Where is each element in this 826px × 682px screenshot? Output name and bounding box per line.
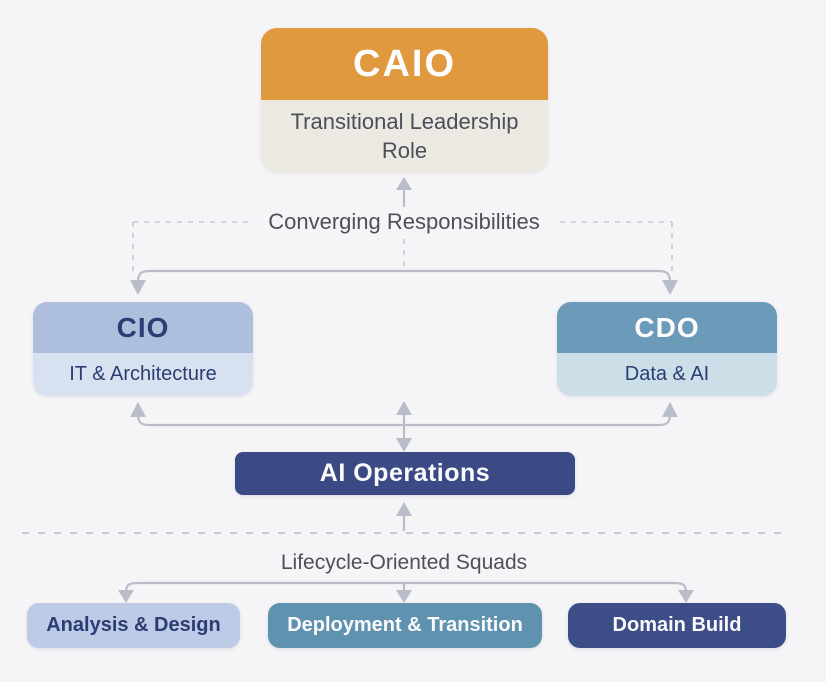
arrow-down-icon xyxy=(662,280,678,295)
caio-subtitle: Transitional Leadership Role xyxy=(290,108,519,163)
squad-analysis-design-box: Analysis & Design xyxy=(27,603,240,648)
arrow-down-icon xyxy=(396,590,412,603)
squad-deployment-transition-box: Deployment & Transition xyxy=(268,603,542,648)
arrow-down-icon xyxy=(678,590,694,603)
cio-box: CIO IT & Architecture xyxy=(33,302,253,396)
squad-domain-build-box: Domain Build xyxy=(568,603,786,648)
squad-analysis-design-label: Analysis & Design xyxy=(46,614,221,636)
solid-connectors xyxy=(118,177,694,603)
cio-header: CIO xyxy=(33,302,253,353)
cdo-header: CDO xyxy=(557,302,777,353)
cdo-title: CDO xyxy=(634,311,700,343)
cio-subtitle: IT & Architecture xyxy=(69,363,217,385)
arrow-down-icon xyxy=(396,438,412,452)
cio-body: IT & Architecture xyxy=(33,353,253,396)
converging-responsibilities-label: Converging Responsibilities xyxy=(268,209,540,234)
cdo-subtitle: Data & AI xyxy=(624,363,710,385)
caio-box: CAIO Transitional Leadership Role xyxy=(261,28,548,172)
caio-header: CAIO xyxy=(261,28,548,100)
squad-deployment-transition-label: Deployment & Transition xyxy=(287,614,523,636)
caio-body: Transitional Leadership Role xyxy=(261,100,548,172)
arrow-up-icon xyxy=(396,401,412,415)
bracket-to-cio-cdo xyxy=(136,269,672,284)
ai-operations-box: AI Operations xyxy=(235,452,575,495)
cdo-box: CDO Data & AI xyxy=(557,302,777,396)
arrow-up-icon xyxy=(396,502,412,516)
arrow-up-icon xyxy=(662,402,678,417)
ai-operations-label: AI Operations xyxy=(319,459,491,487)
squad-domain-build-label: Domain Build xyxy=(612,614,742,636)
arrow-up-icon xyxy=(130,402,146,417)
arrow-down-icon xyxy=(118,590,134,603)
arrow-up-icon xyxy=(396,177,412,190)
caio-title: CAIO xyxy=(353,42,456,85)
cio-title: CIO xyxy=(116,311,170,343)
dashed-connectors xyxy=(132,221,673,277)
cdo-body: Data & AI xyxy=(557,353,777,396)
arrow-down-icon xyxy=(130,280,146,295)
lifecycle-squads-label: Lifecycle-Oriented Squads xyxy=(280,551,528,574)
